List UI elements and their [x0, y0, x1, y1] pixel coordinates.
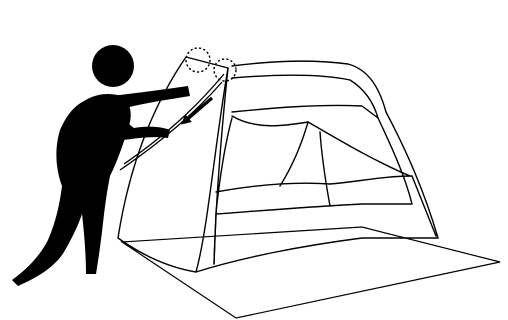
ground-sheet: [122, 227, 500, 318]
back-wall-left: [232, 116, 308, 126]
back-wall-bottom: [216, 176, 412, 192]
direction-arrow: [184, 98, 212, 122]
roof-front-crease: [232, 105, 378, 118]
right-lower-wall: [412, 176, 436, 236]
inner-panel-edge: [214, 68, 228, 264]
person-silhouette: [12, 45, 190, 286]
right-frame: [386, 112, 438, 238]
roof-ridge: [232, 61, 386, 112]
pole-tip-highlights: [186, 48, 236, 81]
tent-floor-front: [196, 238, 438, 272]
roof-back-edge: [232, 75, 378, 118]
center-pole: [280, 122, 308, 186]
floor-back-edge: [216, 204, 412, 214]
center-wall-drop: [320, 132, 330, 206]
